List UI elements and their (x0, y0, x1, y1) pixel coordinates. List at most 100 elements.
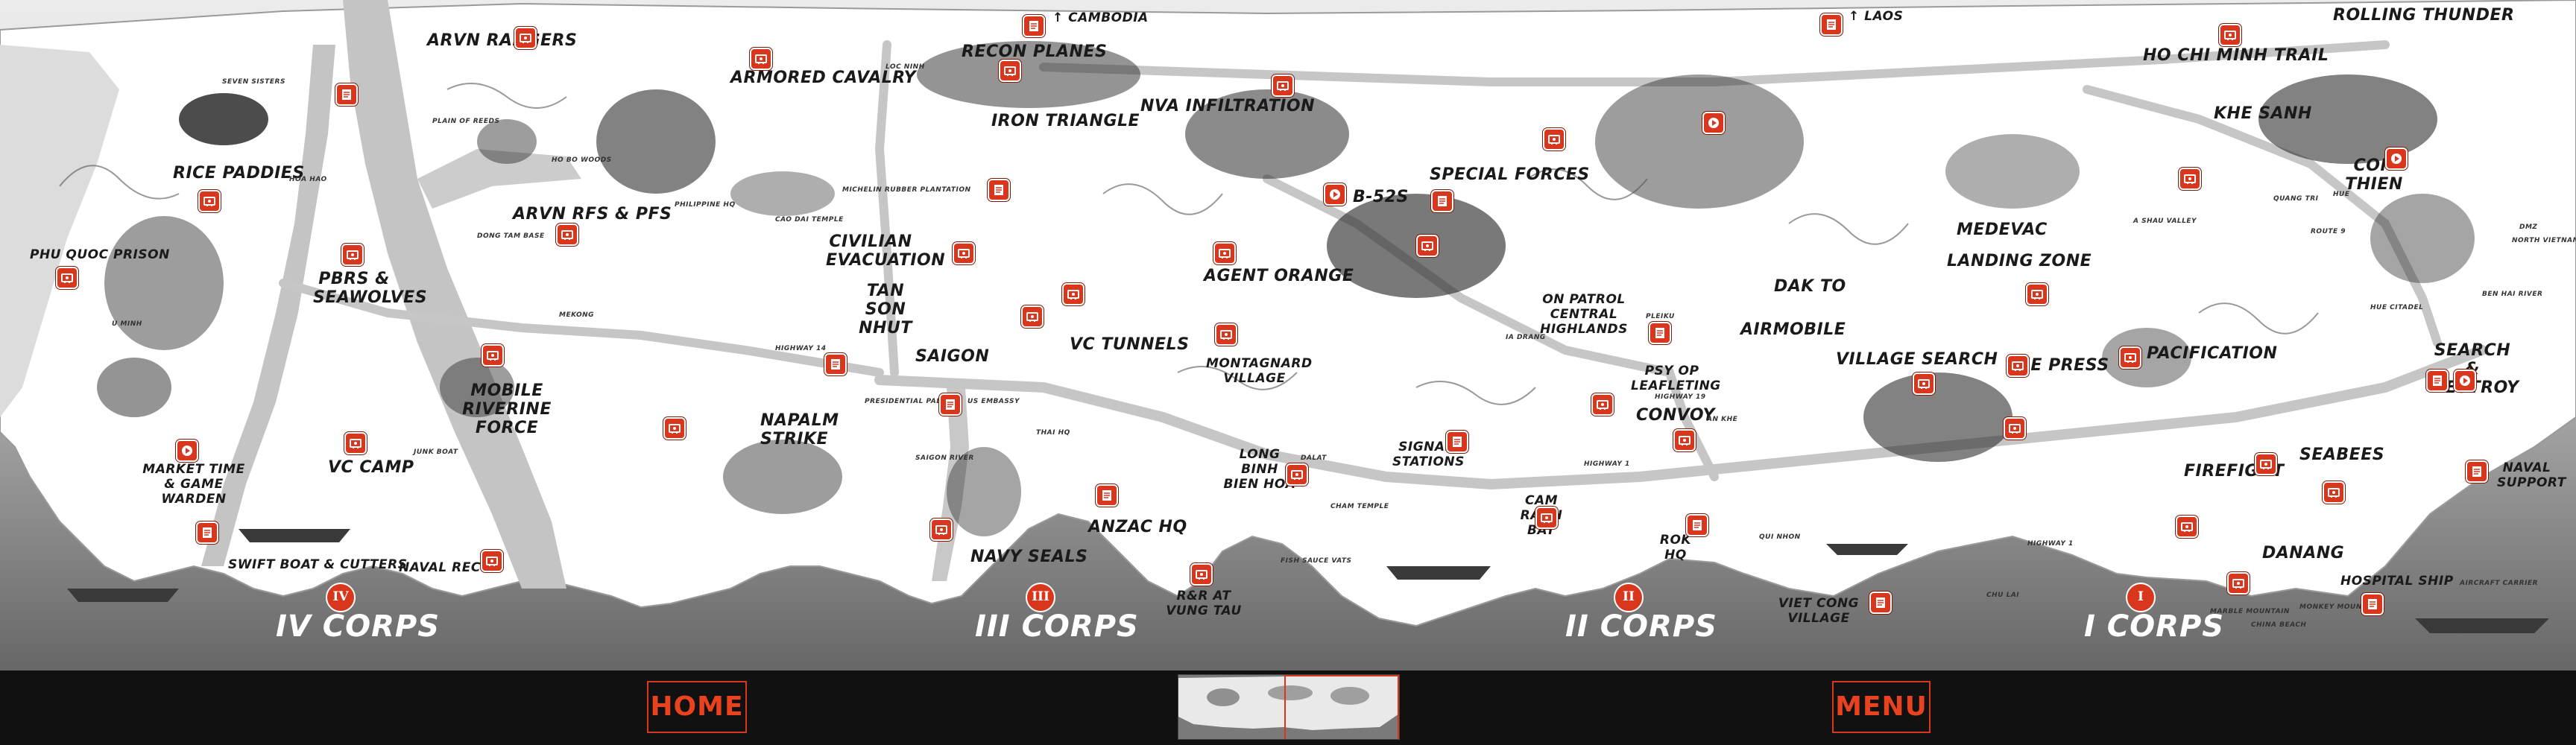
small-route-9: ROUTE 9 (2311, 228, 2346, 235)
media-marker-doc-icon[interactable] (2466, 460, 2488, 483)
media-marker-film-icon[interactable] (2219, 24, 2241, 46)
media-marker-doc-icon[interactable] (1649, 322, 1671, 344)
media-marker-film-icon[interactable] (2323, 481, 2345, 504)
small-monkey-mountain: MONKEY MOUNTAIN (2299, 603, 2381, 611)
media-marker-play-icon[interactable] (1702, 112, 1725, 134)
label-iron-triangle: IRON TRIANGLE (991, 112, 1140, 130)
label-airmobile: AIRMOBILE (1740, 320, 1846, 339)
corps-i-badge[interactable]: I (2126, 583, 2156, 612)
label-napalm-strike: NAPALM STRIKE (760, 411, 839, 448)
media-marker-film-icon[interactable] (56, 267, 78, 289)
media-marker-doc-icon[interactable] (1820, 13, 1843, 36)
media-marker-film-icon[interactable] (999, 60, 1021, 82)
corps-ii-badge[interactable]: II (1614, 583, 1644, 612)
media-marker-film-icon[interactable] (1416, 235, 1439, 257)
label-vc-camp: VC CAMP (328, 458, 414, 477)
media-marker-film-icon[interactable] (514, 27, 537, 49)
media-marker-doc-icon[interactable] (196, 522, 218, 544)
media-marker-film-icon[interactable] (2007, 355, 2029, 377)
media-marker-film-icon[interactable] (198, 190, 221, 212)
label-market-time: MARKET TIME & GAME WARDEN (142, 462, 245, 507)
cambodia-border-label: ↑ CAMBODIA (1052, 10, 1149, 25)
media-marker-doc-icon[interactable] (1446, 431, 1468, 453)
label-vc-tunnels: VC TUNNELS (1070, 335, 1190, 354)
small-pleiku: PLEIKU (1646, 313, 1675, 320)
small-cham-temple: CHAM TEMPLE (1330, 503, 1389, 510)
small-aircraft-carrier: AIRCRAFT CARRIER (2460, 580, 2539, 587)
corps-iii-badge[interactable]: III (1026, 583, 1055, 612)
small-ho-bo-woods: HO BO WOODS (552, 156, 612, 164)
media-marker-doc-icon[interactable] (2426, 370, 2449, 392)
label-village-search: VILLAGE SEARCH (1836, 350, 1998, 369)
media-marker-film-icon[interactable] (2227, 572, 2250, 595)
small-highway-19: HIGHWAY 19 (1655, 393, 1706, 401)
media-marker-film-icon[interactable] (2176, 516, 2198, 538)
media-marker-doc-icon[interactable] (1431, 190, 1453, 212)
vietnam-map[interactable] (0, 0, 2576, 670)
media-marker-play-icon[interactable] (1324, 183, 1346, 206)
media-marker-film-icon[interactable] (1543, 128, 1565, 150)
small-saigon-river: SAIGON RIVER (915, 454, 974, 462)
small-junk-boat: JUNK BOAT (414, 448, 458, 456)
small-hue: HUE (2333, 191, 2350, 198)
media-marker-film-icon[interactable] (2255, 453, 2277, 475)
media-marker-doc-icon[interactable] (988, 179, 1010, 201)
media-marker-film-icon[interactable] (1062, 283, 1085, 305)
media-marker-film-icon[interactable] (1215, 323, 1237, 346)
media-marker-film-icon[interactable] (556, 224, 578, 246)
media-marker-doc-icon[interactable] (1096, 484, 1118, 507)
media-marker-film-icon[interactable] (2119, 346, 2141, 369)
media-marker-doc-icon[interactable] (1869, 592, 1892, 614)
corps-iv-badge[interactable]: IV (326, 583, 356, 612)
small-presidential-palace: PRESIDENTIAL PALACE (865, 398, 957, 405)
label-montagnard-village: MONTAGNARD VILLAGE (1206, 356, 1313, 386)
home-button[interactable]: HOME (647, 681, 747, 733)
road-north (874, 40, 899, 377)
media-marker-film-icon[interactable] (953, 242, 975, 264)
media-marker-film-icon[interactable] (482, 344, 504, 367)
media-marker-doc-icon[interactable] (335, 83, 358, 106)
media-marker-doc-icon[interactable] (939, 393, 962, 416)
media-marker-film-icon[interactable] (1591, 393, 1614, 416)
label-swift-boats: SWIFT BOAT & CUTTERS (228, 557, 408, 572)
corps-iii-label: III CORPS (975, 609, 1139, 644)
media-marker-film-icon[interactable] (1190, 563, 1213, 586)
media-marker-film-icon[interactable] (1286, 463, 1308, 486)
minimap[interactable] (1178, 674, 1400, 740)
media-marker-film-icon[interactable] (481, 550, 503, 572)
river-branch (417, 149, 581, 209)
media-marker-film-icon[interactable] (1021, 305, 1044, 328)
media-marker-doc-icon[interactable] (1686, 514, 1708, 536)
media-marker-film-icon[interactable] (930, 519, 953, 541)
label-pbrs-seawolves: PBRs & SEAWOLVES (313, 270, 428, 307)
media-marker-film-icon[interactable] (1673, 429, 1696, 451)
media-marker-film-icon[interactable] (344, 432, 367, 454)
menu-button[interactable]: MENU (1832, 681, 1931, 733)
label-rice-paddies: RICE PADDIES (173, 164, 305, 183)
media-marker-film-icon[interactable] (1213, 242, 1236, 264)
media-marker-film-icon[interactable] (663, 417, 686, 440)
media-marker-film-icon[interactable] (2004, 417, 2026, 440)
media-marker-film-icon[interactable] (1535, 507, 1558, 529)
minimap-viewport[interactable] (1284, 675, 1399, 739)
media-marker-doc-icon[interactable] (824, 353, 847, 375)
media-marker-film-icon[interactable] (1272, 74, 1294, 97)
label-mobile-riverine: MOBILE RIVERINE FORCE (462, 381, 552, 437)
media-marker-play-icon[interactable] (2454, 370, 2476, 392)
label-pacification: PACIFICATION (2147, 344, 2278, 363)
media-marker-doc-icon[interactable] (1023, 15, 1045, 37)
media-marker-doc-icon[interactable] (2361, 593, 2384, 615)
highway-road (874, 345, 2487, 490)
media-marker-film-icon[interactable] (750, 48, 772, 70)
media-marker-play-icon[interactable] (176, 440, 198, 462)
media-marker-film-icon[interactable] (2026, 283, 2048, 305)
small-quang-tri: QUANG TRI (2273, 195, 2319, 203)
label-signal-stations: SIGNAL STATIONS (1392, 440, 1465, 469)
small-highway-14: HIGHWAY 14 (775, 345, 827, 352)
small-philippine-hq: PHILIPPINE HQ (675, 201, 736, 209)
media-marker-film-icon[interactable] (341, 244, 364, 266)
media-marker-film-icon[interactable] (2179, 168, 2201, 190)
gulf-water (0, 45, 119, 417)
media-marker-film-icon[interactable] (1913, 372, 1935, 395)
media-marker-play-icon[interactable] (2385, 148, 2408, 170)
